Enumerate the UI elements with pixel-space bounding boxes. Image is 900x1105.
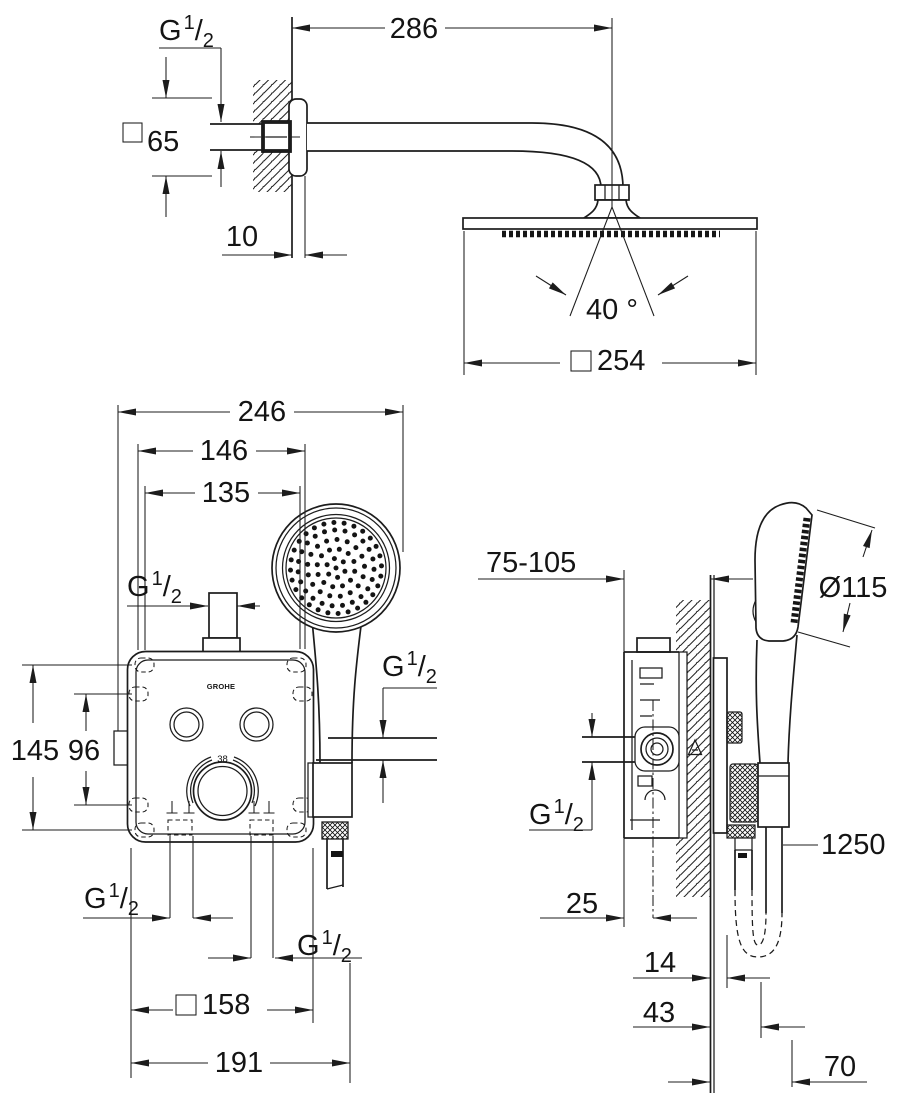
square-symbol [175, 994, 197, 1016]
hose-nut [321, 821, 349, 840]
temp-stop-label: 38 [217, 754, 228, 765]
cover-plate-front [135, 659, 306, 835]
mounting-plate [678, 651, 688, 839]
dim-overall-width: 246 [238, 396, 286, 428]
shower-head-plate [462, 217, 758, 230]
holder-knob [729, 763, 759, 823]
dim-screw-span-inner: 96 [68, 735, 100, 767]
top-port-collar [202, 637, 241, 653]
dim-70: 70 [824, 1051, 856, 1083]
button-shower-head [169, 707, 204, 742]
dim-14: 14 [644, 947, 676, 979]
square-symbol [122, 122, 143, 143]
spray-nozzles [288, 520, 384, 616]
hose-length-label: 1250 [821, 829, 886, 861]
dim-head-size: 254 [597, 345, 645, 377]
side-port [640, 732, 674, 766]
dim-escutcheon-depth: 10 [226, 221, 258, 253]
temperature-scale-arc [186, 756, 212, 807]
handle-grip [757, 762, 790, 828]
box-internals [630, 667, 666, 821]
dim-plate-size: 158 [202, 989, 250, 1021]
spray-angle-line [569, 206, 613, 317]
dim-spray-angle: 40 ° [586, 294, 638, 326]
hand-shower-side [754, 501, 813, 642]
dim-escutcheon: 65 [147, 126, 179, 158]
dim-hand-shower-diameter: Ø115 [819, 572, 888, 604]
grohe-logo: GROHE [207, 682, 236, 691]
screw-slots [128, 657, 313, 838]
handle-side [755, 639, 761, 764]
dim-25: 25 [566, 888, 598, 920]
bottom-ports [167, 819, 274, 836]
top-port-stub [208, 592, 238, 639]
dim-width-135: 135 [202, 477, 250, 509]
dim-43: 43 [643, 997, 675, 1029]
dim-width-146: 146 [200, 435, 248, 467]
hose-loop [734, 889, 783, 958]
dim-arm-length: 286 [390, 13, 438, 45]
escutcheon-side [712, 657, 728, 834]
front-view-mixer: GROHE 38 [11, 396, 437, 1083]
shower-arm [307, 122, 624, 189]
port-marks [166, 801, 275, 814]
dim-overall-bottom: 191 [215, 1047, 263, 1079]
flow-mark-triangle [687, 738, 703, 756]
diverter-knob [726, 711, 743, 744]
button-hand-shower [239, 707, 274, 742]
hand-shower-handle [311, 619, 321, 764]
dim-screw-span-v: 145 [11, 735, 59, 767]
square-symbol [570, 350, 592, 372]
top-port-side [636, 637, 671, 653]
thermostat-dial [192, 761, 253, 821]
hose-nut-side [726, 824, 756, 839]
dim-install-depth: 75-105 [486, 547, 576, 579]
hand-shower-holder [312, 762, 353, 818]
